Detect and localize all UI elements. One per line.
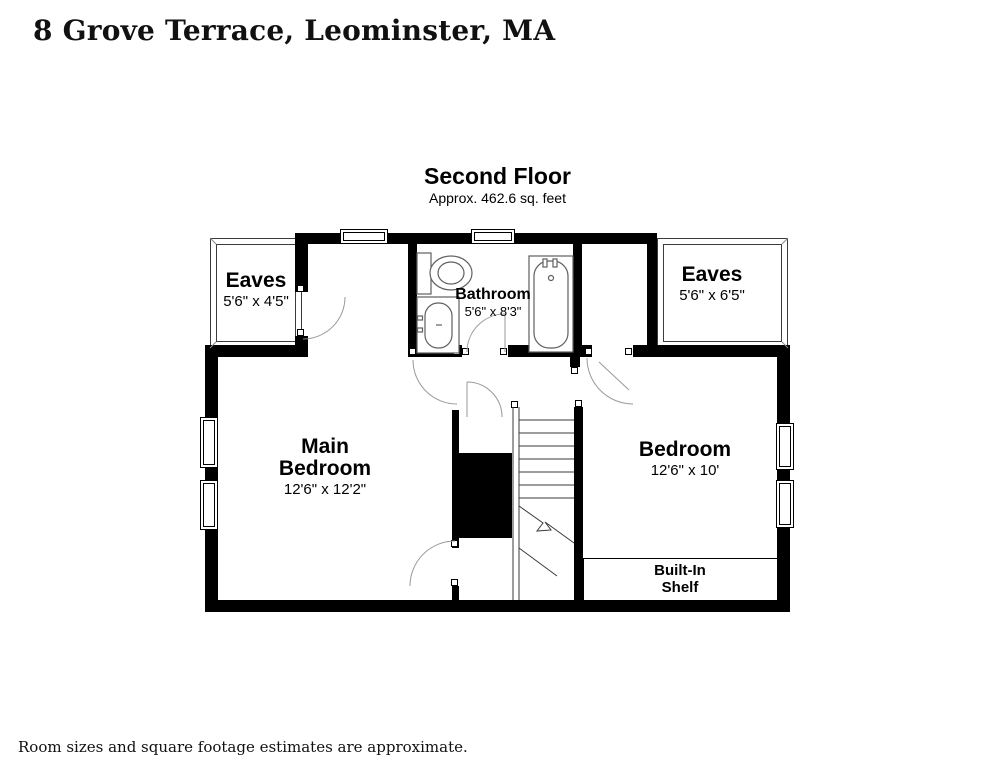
door-arc-bedroom	[586, 357, 634, 405]
window-top-1	[340, 229, 388, 244]
window-top-2	[471, 229, 515, 244]
wall-divider-right	[633, 345, 790, 357]
wall-bottom	[205, 600, 790, 612]
room-dims: 5'6" x 8'3"	[464, 304, 522, 319]
window-right-2	[776, 480, 794, 528]
window-pane	[203, 483, 215, 527]
room-name: Shelf	[661, 579, 699, 596]
built-in-shelf-area	[583, 558, 777, 600]
wall-divider-left	[205, 345, 308, 357]
door-jamb	[451, 540, 458, 547]
stair-break-line	[518, 505, 575, 544]
eaves-right-room	[657, 238, 788, 348]
wall-bathroom-left	[408, 241, 417, 357]
room-name: Built-In	[654, 562, 706, 579]
room-name: Bedroom	[638, 438, 732, 461]
door-jamb	[500, 348, 507, 355]
stair-break-line-2	[518, 547, 558, 577]
door-arc-stair-closet	[466, 381, 503, 418]
room-name: Eaves	[681, 263, 743, 286]
floor-plan: Eaves 5'6" x 4'5" Bathroom 5'6" x 8'3" E…	[200, 229, 794, 612]
wall-closet-left-lower	[452, 586, 459, 600]
door-jamb	[575, 400, 582, 407]
wall-bedroom-stub	[570, 357, 580, 367]
room-name: Eaves	[225, 269, 287, 292]
window-pane	[779, 426, 791, 467]
floor-area: Approx. 462.6 sq. feet	[429, 190, 566, 206]
room-name: Bedroom	[278, 457, 372, 480]
disclaimer-text: Room sizes and square footage estimates …	[18, 738, 468, 756]
door-jamb	[409, 348, 416, 355]
wall-bathroom-right	[573, 241, 582, 357]
eaves-left-inner-wall	[216, 244, 296, 342]
door-jamb	[625, 348, 632, 355]
room-label-bedroom: Bedroom 12'6" x 10'	[595, 439, 775, 480]
room-label-eaves-right: Eaves 5'6" x 6'5"	[657, 264, 767, 305]
door-jamb	[462, 348, 469, 355]
wall-eaves-left-upper	[295, 233, 308, 292]
window-pane	[474, 232, 512, 241]
staircase	[512, 407, 575, 600]
door-jamb	[585, 348, 592, 355]
window-left-2	[200, 480, 218, 530]
door-arc-eaves-left	[302, 296, 346, 340]
door-leaf-bedroom	[598, 361, 630, 391]
room-dims: 12'6" x 12'2"	[283, 481, 367, 498]
floor-name: Second Floor	[424, 163, 571, 189]
room-label-eaves-left: Eaves 5'6" x 4'5"	[210, 270, 302, 311]
window-left-1	[200, 417, 218, 468]
door-jamb	[511, 401, 518, 408]
room-dims: 5'6" x 6'5"	[679, 287, 745, 304]
window-right-1	[776, 423, 794, 470]
window-pane	[343, 232, 385, 241]
chimney-closet-fill	[452, 453, 512, 538]
room-dims: 12'6" x 10'	[650, 462, 720, 479]
door-jamb	[297, 329, 304, 336]
room-label-built-in-shelf: Built-In Shelf	[583, 562, 777, 596]
door-jamb	[571, 367, 578, 374]
room-name: Main	[301, 435, 349, 458]
door-jamb	[297, 285, 304, 292]
room-label-main-bedroom: Main Bedroom 12'6" x 12'2"	[225, 436, 425, 499]
window-pane	[779, 483, 791, 525]
room-dims: 5'6" x 4'5"	[223, 293, 289, 310]
wall-stair-right	[574, 407, 583, 600]
room-label-bathroom: Bathroom 5'6" x 8'3"	[418, 286, 568, 320]
eaves-right-inner-wall	[663, 244, 782, 342]
door-jamb	[453, 348, 460, 355]
wall-closet-right	[647, 233, 657, 357]
page-title: 8 Grove Terrace, Leominster, MA	[33, 14, 556, 47]
window-pane	[203, 420, 215, 465]
room-name: Bathroom	[455, 286, 531, 303]
eaves-left-room	[210, 238, 302, 348]
door-arc-bedroom-lower	[409, 540, 456, 587]
door-jamb	[451, 579, 458, 586]
door-arc-main-bedroom	[412, 359, 458, 405]
floor-heading: Second Floor Approx. 462.6 sq. feet	[205, 163, 790, 207]
